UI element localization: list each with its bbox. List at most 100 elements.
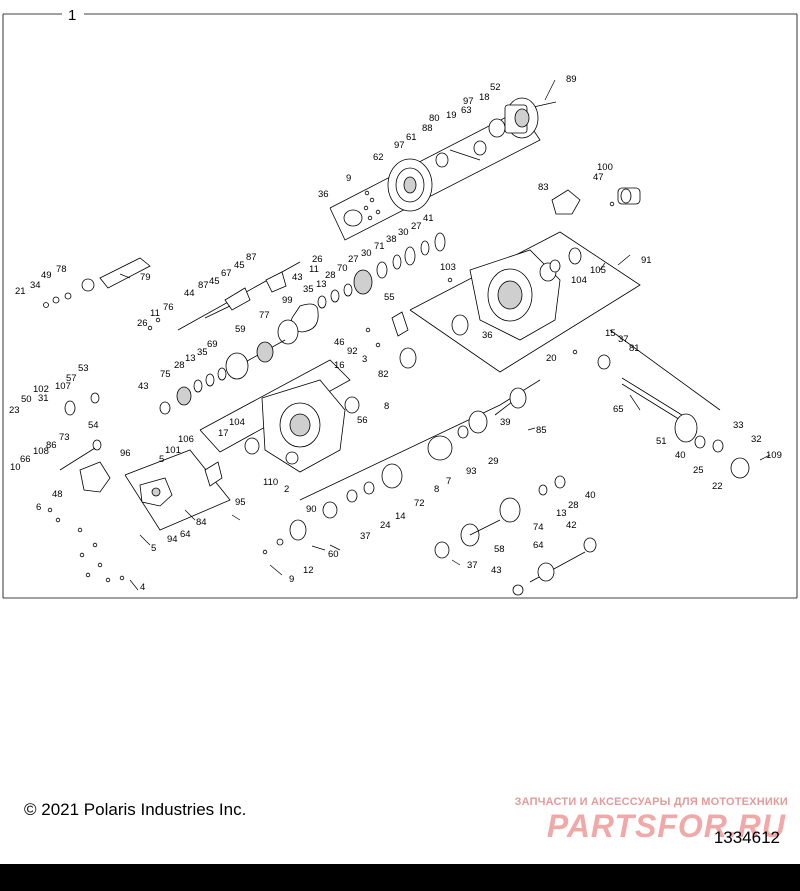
callout-label: 72 [414, 498, 425, 509]
callout-label: 28 [174, 360, 185, 371]
callout-label: 93 [466, 466, 477, 477]
callout-label: 54 [88, 420, 99, 431]
callout-label: 67 [221, 268, 232, 279]
gear [64, 400, 76, 416]
callout-label: 61 [406, 132, 417, 143]
callout-label: 57 [66, 373, 77, 384]
callout-label: 11 [150, 308, 160, 319]
callout-label: 79 [140, 272, 151, 283]
callout-label: 3 [362, 354, 367, 365]
pinion-shaft [529, 551, 586, 583]
callout-label: 74 [533, 522, 544, 533]
seal [244, 437, 260, 455]
callout-label: 103 [440, 262, 456, 273]
bearing [549, 259, 561, 273]
callout-label: 43 [138, 381, 149, 392]
callout-label: 53 [78, 363, 89, 374]
callout-label: 37 [467, 560, 478, 571]
callout-label: 28 [325, 270, 336, 281]
callout-label: 41 [423, 213, 434, 224]
callout-label: 32 [751, 434, 762, 445]
callout-label: 4 [140, 582, 145, 593]
drive-gear [225, 352, 249, 380]
bushing [346, 489, 358, 503]
callout-label: 45 [209, 276, 220, 287]
bearing [322, 501, 338, 519]
callout-label: 64 [180, 529, 191, 540]
callout-label: 109 [766, 450, 782, 461]
callout-label: 38 [386, 234, 397, 245]
callout-label: 86 [46, 440, 57, 451]
callout-label: 35 [303, 284, 314, 295]
bearing [434, 541, 450, 559]
callout-label: 2 [284, 484, 289, 495]
ring [457, 425, 469, 439]
callout-label: 5 [151, 543, 156, 554]
callout-label: 13 [316, 279, 327, 290]
callout-label: 27 [411, 221, 422, 232]
ring [363, 481, 375, 495]
ring-gear [387, 158, 433, 212]
shift-forks [177, 261, 301, 331]
callout-label: 18 [479, 92, 490, 103]
callout-label: 46 [334, 337, 345, 348]
callout-label: 87 [198, 280, 209, 291]
callout-label: 96 [120, 448, 131, 459]
callout-label: 20 [546, 353, 557, 364]
shaft [449, 149, 481, 161]
callout-label: 36 [318, 189, 329, 200]
watermark-logo: PARTSFOR.RU [546, 808, 786, 844]
callout-label: 21 [15, 286, 26, 297]
callout-label: 7 [446, 476, 451, 487]
callout-label: 59 [235, 324, 246, 335]
bearing [583, 537, 597, 553]
callout-label: 62 [373, 152, 384, 163]
callout-label: 101 [165, 445, 181, 456]
callout-label: 26 [312, 254, 323, 265]
gear-plate [399, 347, 417, 369]
callout-label: 31 [38, 393, 49, 404]
callout-label: 30 [361, 248, 372, 259]
callout-label: 85 [536, 425, 547, 436]
cover-plate [344, 396, 360, 414]
callout-labels: 89 52 18 97 19 63 80 88 61 97 62 9 36 83… [9, 74, 782, 593]
callout-label: 88 [422, 123, 433, 134]
seal [730, 457, 750, 479]
output-shaft [621, 377, 698, 443]
callout-label: 36 [482, 330, 493, 341]
callout-label: 71 [374, 241, 385, 252]
bottom-bar [0, 864, 800, 891]
callout-label: 13 [556, 508, 567, 519]
callout-label: 64 [533, 540, 544, 551]
callout-label: 8 [434, 484, 439, 495]
copyright-text: © 2021 Polaris Industries Inc. [24, 800, 247, 819]
shaft [59, 447, 96, 471]
ring [538, 484, 548, 496]
callout-label: 33 [733, 420, 744, 431]
callout-label: 66 [20, 454, 31, 465]
callout-label: 73 [59, 432, 70, 443]
callout-label: 56 [357, 415, 368, 426]
callout-label: 95 [235, 497, 246, 508]
frame-label: 1 [68, 7, 76, 24]
callout-label: 83 [538, 182, 549, 193]
callout-label: 106 [178, 434, 194, 445]
nut [276, 538, 284, 546]
mounting-bracket [551, 189, 581, 215]
callout-label: 9 [289, 574, 294, 585]
callout-label: 10 [10, 462, 21, 473]
gearcase-main [261, 379, 346, 473]
callout-label: 43 [491, 565, 502, 576]
callout-label: 80 [429, 113, 440, 124]
callout-label: 77 [259, 310, 270, 321]
callout-label: 50 [21, 394, 32, 405]
callout-label: 52 [490, 82, 501, 93]
gear [499, 497, 521, 523]
callout-label: 43 [292, 272, 303, 283]
bearing [597, 354, 611, 370]
watermark-tagline: ЗАПЧАСТИ И АКСЕССУАРЫ ДЛЯ МОТОТЕХНИКИ [514, 796, 788, 808]
fasteners [47, 190, 615, 583]
callout-label: 29 [488, 456, 499, 467]
actuator-motor [617, 187, 641, 205]
